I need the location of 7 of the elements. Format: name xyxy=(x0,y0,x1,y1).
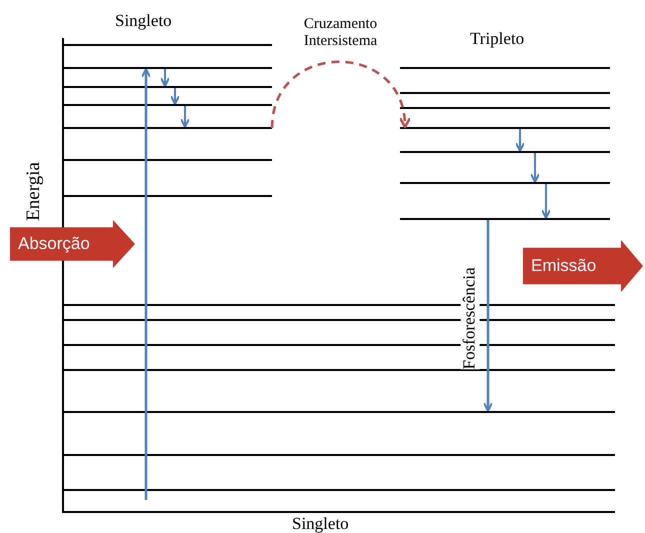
axis-label: Energia xyxy=(24,162,45,220)
level-label: Tripleto xyxy=(470,30,524,49)
transition-label: Fosforescência xyxy=(460,266,479,369)
block-arrow: Emissão xyxy=(523,240,643,292)
level-label: Singleto xyxy=(115,12,172,31)
level-label: Singleto xyxy=(292,515,349,533)
block-arrow: Absorção xyxy=(10,220,135,268)
